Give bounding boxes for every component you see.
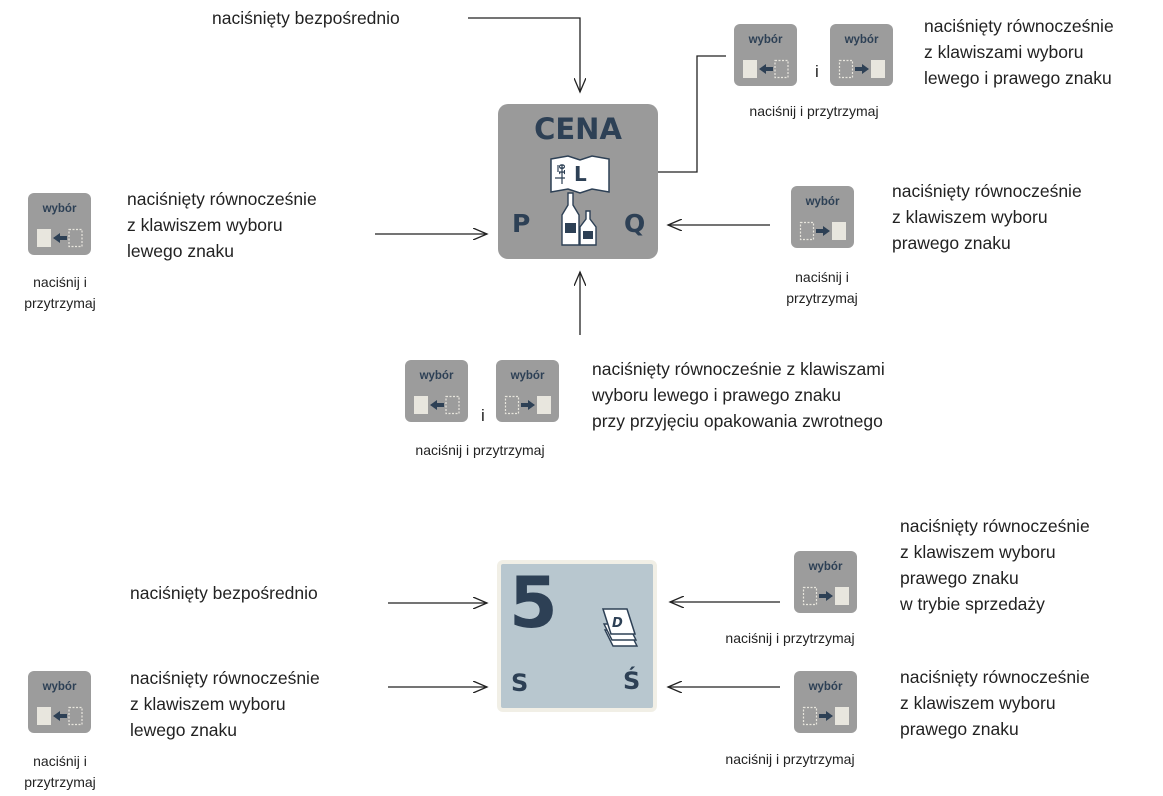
arrow-top-direct: [468, 17, 580, 92]
price-key-letter-top: L: [574, 162, 587, 186]
hold-caption: naciśnij i przytrzymaj: [749, 103, 879, 119]
digit-key-letter-right: Ś: [623, 667, 641, 695]
arrow-left-icon: [37, 228, 83, 248]
select-right-key[interactable]: wybór: [496, 360, 559, 422]
arrow-right-icon: [838, 59, 885, 79]
select-right-key[interactable]: wybór: [794, 551, 857, 613]
book-icon: 10: [550, 155, 610, 194]
select-right-key[interactable]: wybór: [830, 24, 893, 86]
select-right-key[interactable]: wybór: [791, 186, 854, 248]
price-key-letter-left: P: [512, 209, 531, 238]
arrow-right-icon: [799, 221, 846, 241]
digit-key-letter-left: S: [511, 669, 529, 697]
price-key-title: CENA: [534, 112, 622, 146]
select-left-key[interactable]: wybór: [28, 193, 91, 255]
price-key[interactable]: CENA 10 L P Q: [498, 104, 658, 259]
hold-caption: naciśnij i przytrzymaj: [725, 751, 855, 767]
digit-label: 5: [509, 562, 558, 644]
label-bottom-direct: naciśnięty bezpośrednio: [130, 583, 318, 603]
price-key-letter-right: Q: [624, 209, 646, 238]
bottles-icon: [561, 192, 597, 246]
arrow-right-icon: [802, 586, 849, 606]
arrow-left-icon: [414, 395, 460, 415]
arrow-left-icon: [37, 706, 83, 726]
arrow-right-icon: [802, 706, 849, 726]
documents-icon: D: [601, 608, 639, 647]
book-page-number: 10: [558, 163, 567, 175]
hold-caption: naciśnij i przytrzymaj: [415, 442, 545, 458]
and-separator: i: [481, 406, 485, 425]
label-top-direct: naciśnięty bezpośrednio: [212, 8, 400, 28]
select-left-key[interactable]: wybór: [405, 360, 468, 422]
document-letter: D: [612, 616, 623, 631]
hold-caption: naciśnij i przytrzymaj: [725, 630, 855, 646]
arrow-right-icon: [504, 395, 551, 415]
select-left-key[interactable]: wybór: [734, 24, 797, 86]
select-right-key[interactable]: wybór: [794, 671, 857, 733]
digit-5-key[interactable]: 5 D S Ś: [497, 560, 657, 712]
select-left-key[interactable]: wybór: [28, 671, 91, 733]
and-separator: i: [815, 62, 819, 81]
arrow-left-icon: [743, 59, 789, 79]
